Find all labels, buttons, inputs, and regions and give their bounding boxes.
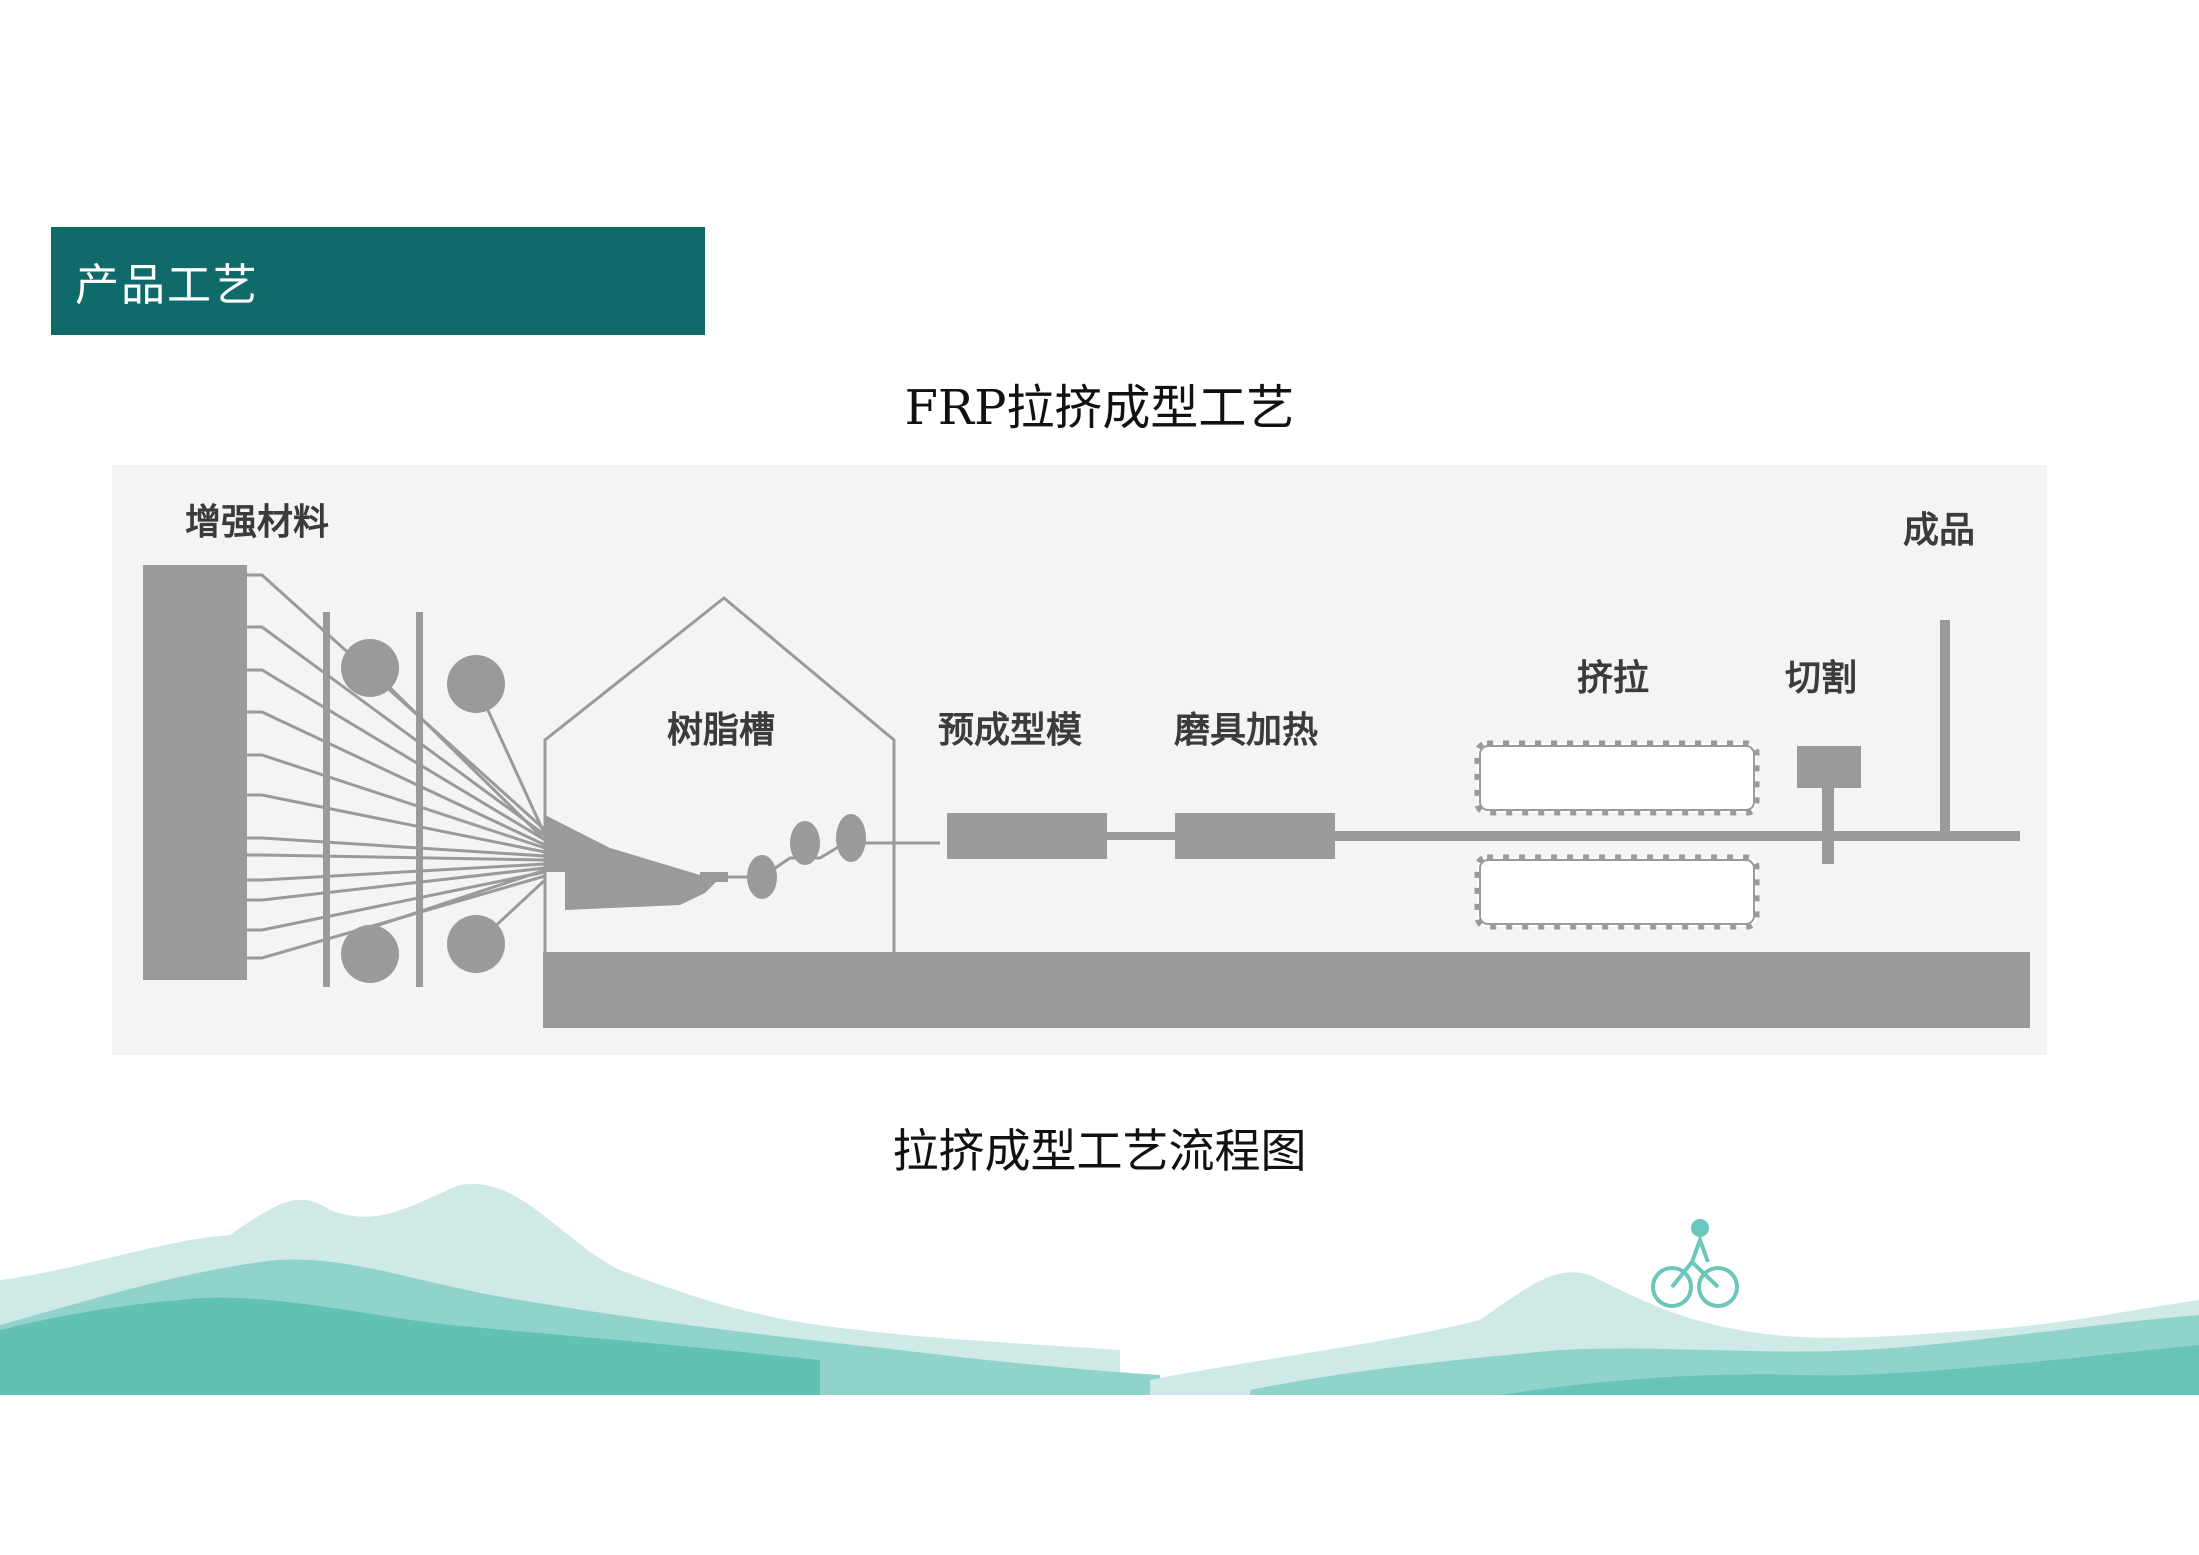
preform-die (947, 813, 1107, 859)
machine-base (543, 952, 2030, 1028)
impregnation-roller (747, 855, 777, 899)
diagram-caption: 拉挤成型工艺流程图 (892, 1124, 1307, 1178)
label-resin-tank: 树脂槽 (667, 710, 775, 751)
guide-roller (341, 639, 399, 697)
product-line (1335, 831, 2020, 841)
fiber-strands (247, 573, 547, 960)
puller (1474, 740, 1760, 930)
label-preform-die: 预成型模 (938, 710, 1082, 751)
label-reinforcement: 增强材料 (185, 502, 329, 543)
impregnation-roller (836, 814, 866, 862)
cutting-saw-head (1797, 746, 1861, 788)
cyclist-icon (1651, 1219, 1739, 1308)
impregnation-roller (790, 821, 820, 865)
guide-bar-2 (416, 612, 423, 987)
heated-die (1175, 813, 1335, 859)
diagram-title: FRP拉挤成型工艺 (904, 380, 1295, 436)
guide-roller (341, 925, 399, 983)
product-stand (1940, 620, 1950, 836)
connector (1107, 832, 1175, 840)
label-cutting: 切割 (1785, 658, 1857, 699)
guide-bar-1 (323, 612, 330, 987)
guide-roller (447, 915, 505, 973)
resin-tank-housing (543, 596, 896, 952)
creel-rack (143, 565, 247, 980)
cutting-saw-post (1822, 788, 1834, 864)
resin-tank (545, 815, 720, 910)
guide-roller (447, 655, 505, 713)
section-banner-label: 产品工艺 (75, 260, 259, 311)
label-pulling: 挤拉 (1577, 658, 1649, 699)
label-die-heating: 磨具加热 (1174, 710, 1318, 751)
section-banner: 产品工艺 (51, 227, 705, 335)
tank-outlet (700, 872, 728, 882)
mountain-decoration (0, 1183, 2199, 1395)
label-product: 成品 (1903, 510, 1975, 551)
